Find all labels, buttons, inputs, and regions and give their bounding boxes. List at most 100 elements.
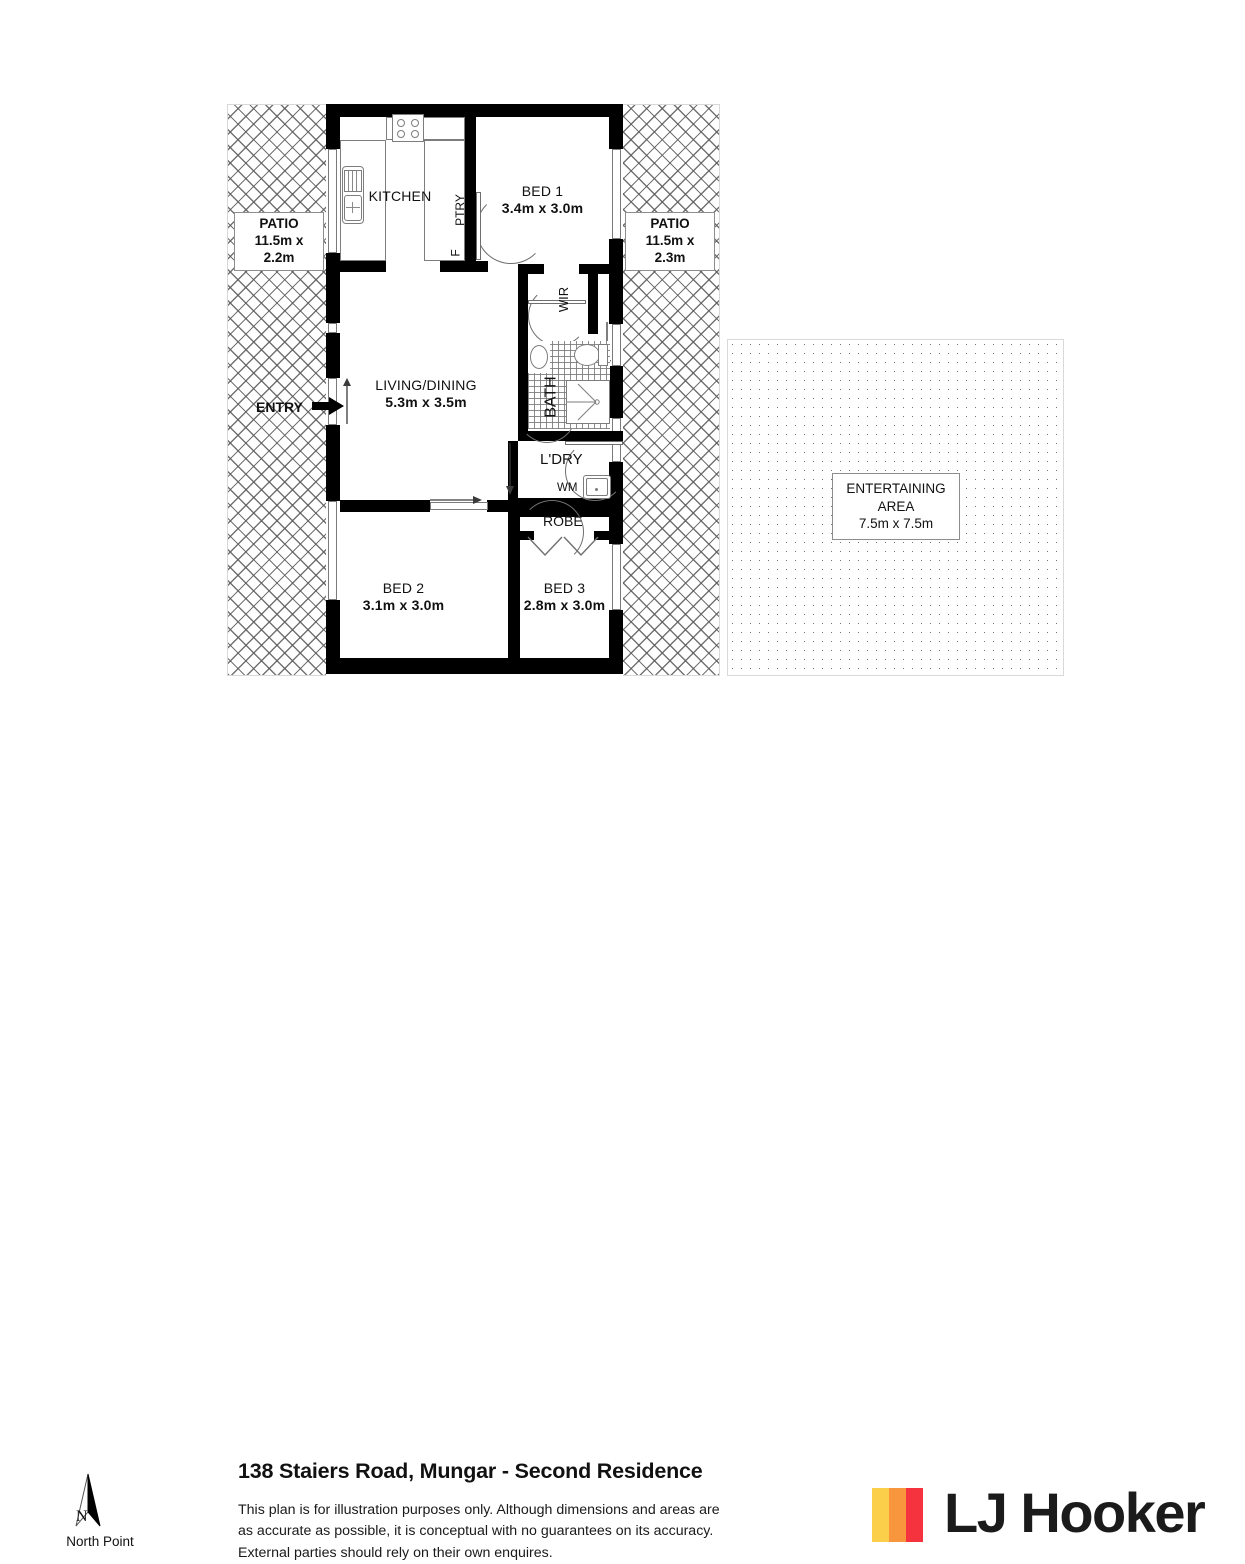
drainer-groove [348,171,349,191]
room-name: LIVING/DINING [375,377,477,393]
room-label-robe: ROBE [543,513,583,529]
slider-arrow-ldry-left [506,443,514,495]
entry-arrow-icon [312,397,344,415]
room-name: PTRY [452,194,467,226]
window-left-living-upper [328,323,337,333]
robe-bifold-doors [527,536,599,557]
wall-exterior-bottom [326,658,623,674]
room-name: BATH [542,376,560,418]
entertaining-dimensions: 7.5m x 7.5m [858,516,934,532]
entertaining-name-line1: ENTERTAINING [846,481,946,496]
logo-wordmark-text: LJ Hooker [944,1481,1206,1544]
page-title-text: 138 Staiers Road, Mungar - Second Reside… [238,1459,703,1483]
door-leaf-ldry [565,441,623,445]
sink-tap [352,202,353,213]
entry-label: ENTRY [256,399,303,415]
door-leaf-wir [528,300,586,304]
room-name: WIR [556,286,572,313]
wall-exterior-right-b [609,239,623,324]
patio-right-label: PATIO 11.5m x 2.3m [625,212,715,271]
wall-bath-bottom [518,431,623,441]
wall-exterior-left-e [326,600,340,674]
room-label-pantry: PTRY [453,194,467,226]
room-label-bed1: BED 1 3.4m x 3.0m [475,183,610,216]
wall-exterior-right-e [609,610,623,674]
disclaimer-line-1: This plan is for illustration purposes o… [238,1502,720,1518]
cooktop [392,114,424,142]
logo-bar-red [906,1488,923,1542]
entry-text: ENTRY [256,399,303,415]
north-point-text: North Point [66,1534,134,1549]
patio-left-label: PATIO 11.5m x 2.2m [234,212,324,271]
burner-icon [411,130,419,138]
toilet-icon [574,344,600,366]
wall-wir-top-left [518,264,544,274]
wall-wir-left [518,272,528,334]
slider-arrow-bed2 [430,496,482,504]
disclaimer-line-2: as accurate as possible, it is conceptua… [238,1523,714,1540]
room-name: L'DRY [540,451,583,468]
logo-bar-yellow [872,1488,889,1542]
room-label-bed3: BED 3 2.8m x 3.0m [497,580,632,613]
room-label-ldry: L'DRY [540,451,583,468]
toilet-cistern [598,344,608,366]
room-label-bed2: BED 2 3.1m x 3.0m [336,580,471,613]
wall-ldry-left [508,441,518,501]
logo-wordmark: LJ Hooker [944,1480,1206,1545]
window-left-kitchen [328,149,337,253]
window-right-bed1 [612,149,621,239]
burner-icon [397,119,405,127]
patio-dimensions: 11.5m x 2.3m [645,232,695,265]
logo-color-bars [872,1488,923,1542]
room-name: WM [557,482,578,494]
wall-fridge-bottom [440,261,488,272]
room-name: BED 3 [543,580,586,596]
page-title: 138 Staiers Road, Mungar - Second Reside… [238,1459,703,1484]
wall-wir-top-right [579,264,609,274]
floor-plan-canvas: KITCHEN BED 1 3.4m x 3.0m LIVING/DINING … [227,104,1064,676]
room-name: ROBE [543,513,583,529]
room-name: KITCHEN [368,188,432,204]
window-living-bed2-slider [430,502,488,510]
shower-screen-icon [566,383,600,421]
room-name: F [448,249,463,257]
entertaining-name-line2: AREA [877,498,915,514]
room-label-washing-machine: WM [557,482,577,494]
wall-bath-left [518,334,528,440]
sink-bowl [344,195,362,221]
wall-robe-bottom-right [594,531,623,540]
sink-tap [346,207,360,208]
north-point-compass: N North Point [40,1472,160,1564]
drainer-groove [356,171,357,191]
patio-name: PATIO [259,216,299,231]
patio-left-hatch [227,104,327,676]
logo-bar-orange [889,1488,906,1542]
footer: N North Point 138 Staiers Road, Mungar -… [0,720,1245,1561]
compass-cardinal-text: N [76,1508,88,1525]
disclaimer: This plan is for illustration purposes o… [238,1500,758,1564]
compass-cardinal-n: N [76,1508,88,1526]
room-label-kitchen: KITCHEN [330,188,470,205]
drainer-groove [352,171,353,191]
patio-name: PATIO [650,216,690,231]
room-label-wir: WIR [556,287,571,312]
room-dimensions: 3.4m x 3.0m [501,199,584,216]
wall-living-bed2 [340,500,430,512]
burner-icon [411,119,419,127]
wall-interior-kitchen-bottom [340,261,386,272]
room-label-bath: BATH [543,376,561,417]
room-name: BED 1 [521,183,564,199]
wall-exterior-right-c [609,366,623,418]
patio-dimensions: 11.5m x 2.2m [254,232,304,265]
window-left-bed2 [328,501,337,600]
room-label-fridge: F [449,249,463,256]
wall-wir-right-stub [588,272,598,334]
wall-bed2-bed3 [508,500,520,674]
north-point-label: North Point [40,1534,160,1549]
entertaining-area-label: ENTERTAINING AREA 7.5m x 7.5m [832,473,960,540]
slider-arrow-living-left [343,378,351,424]
wall-exterior-right-a [609,104,623,149]
basin-icon [530,345,548,369]
laundry-drain-icon [595,488,598,491]
kitchen-bench-right [424,140,465,261]
